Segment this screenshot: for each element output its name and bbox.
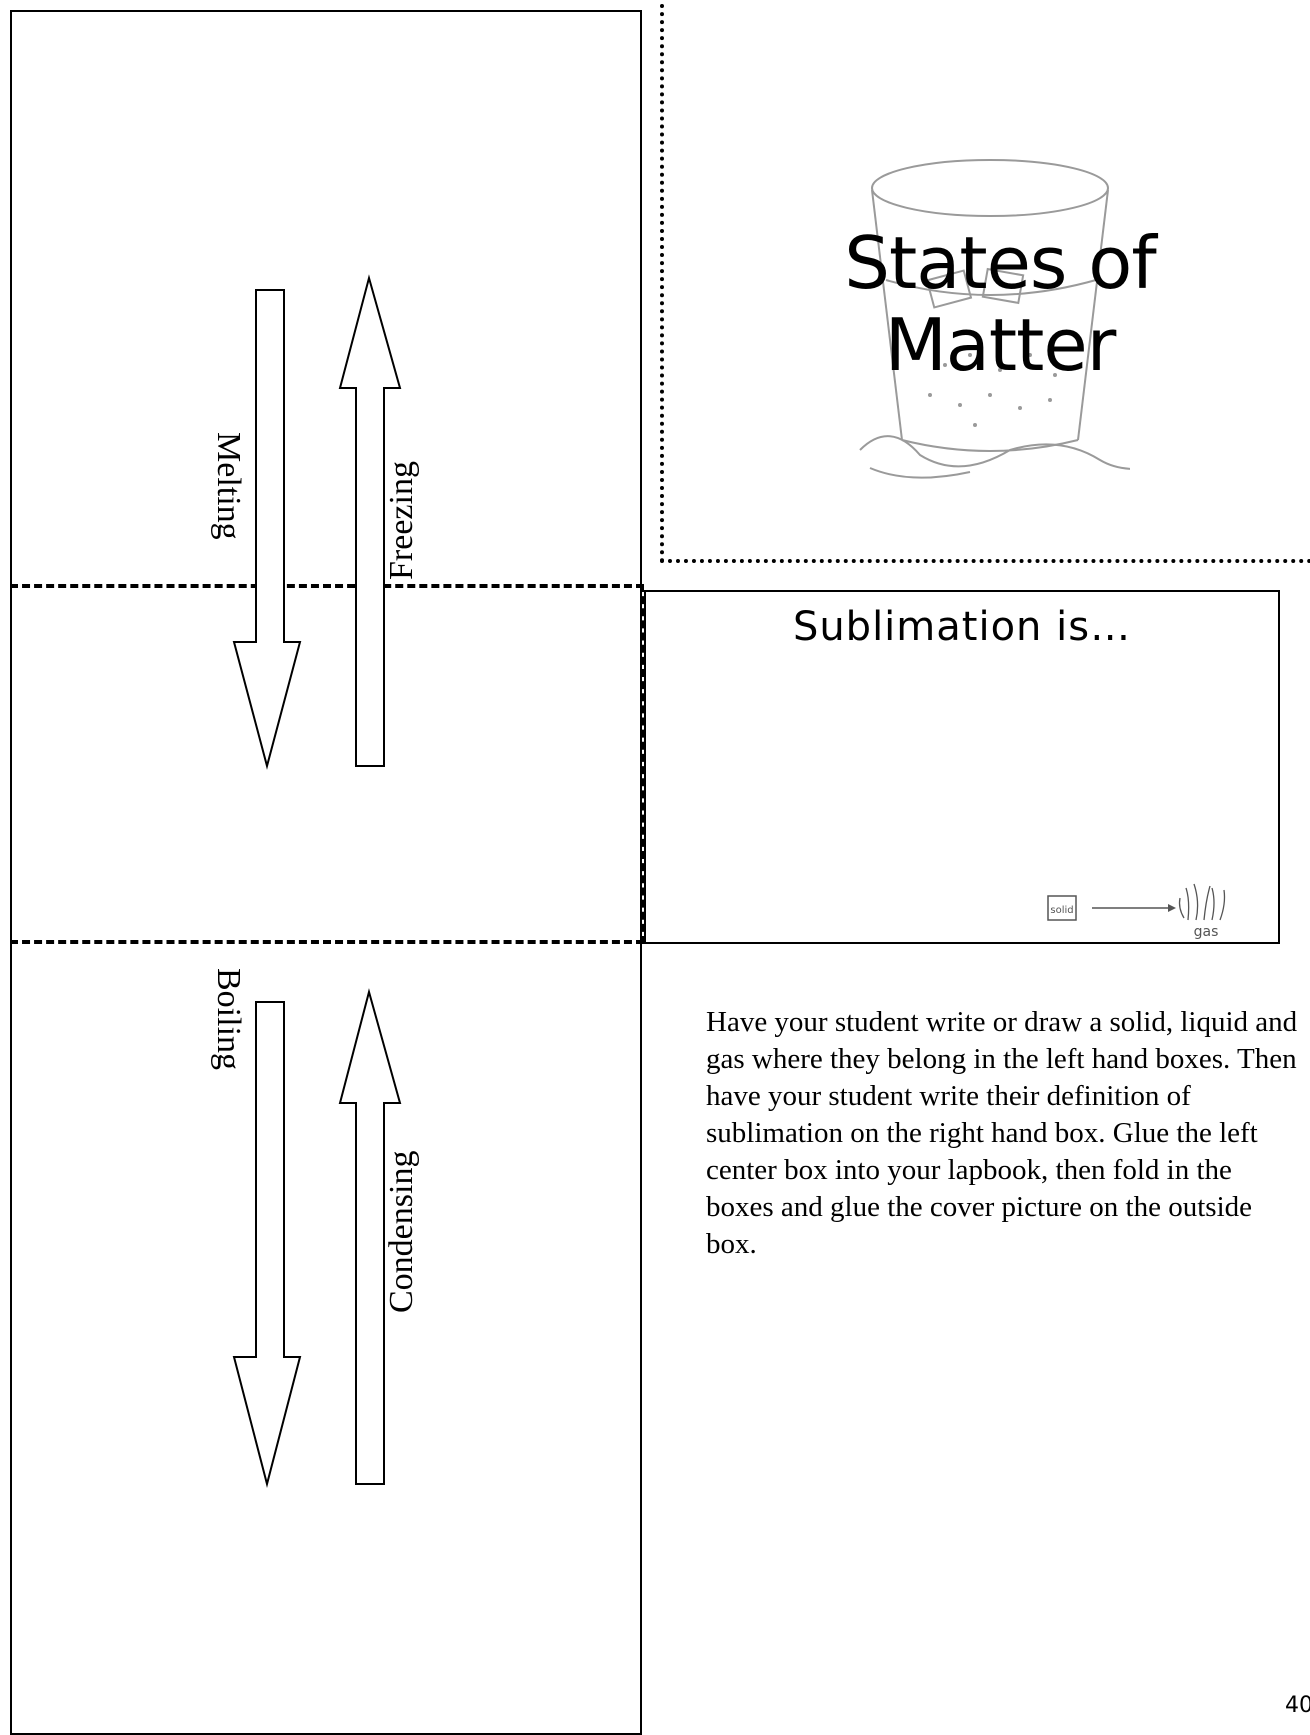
freezing-arrow-icon bbox=[338, 274, 402, 767]
cover-title-line2: Matter bbox=[884, 303, 1117, 387]
solid-text: solid bbox=[1050, 905, 1073, 916]
cover-title: States of Matter bbox=[790, 222, 1210, 386]
sublimation-box bbox=[644, 590, 1280, 944]
cover-title-line1: States of bbox=[844, 221, 1156, 305]
condensing-arrow-icon bbox=[338, 988, 402, 1485]
condensing-label: Condensing bbox=[383, 1150, 420, 1313]
melting-arrow-icon bbox=[232, 289, 302, 770]
page-number: 40 bbox=[1285, 1693, 1310, 1718]
boiling-label: Boiling bbox=[210, 968, 247, 1071]
phase-change-arrows bbox=[232, 274, 402, 1488]
sublimation-heading: Sublimation is… bbox=[792, 604, 1132, 650]
cover-dotted-box bbox=[660, 0, 1310, 563]
left-center-dashed-box bbox=[10, 584, 644, 944]
melting-label: Melting bbox=[210, 432, 247, 540]
boiling-arrow-icon bbox=[232, 1001, 302, 1488]
instructions-paragraph: Have your student write or draw a solid,… bbox=[706, 1006, 1298, 1260]
solid-to-gas-diagram: solid gas bbox=[1047, 883, 1226, 940]
glass-of-ice-water-icon bbox=[859, 159, 1130, 479]
gas-text: gas bbox=[1194, 924, 1219, 940]
freezing-label: Freezing bbox=[383, 461, 420, 580]
